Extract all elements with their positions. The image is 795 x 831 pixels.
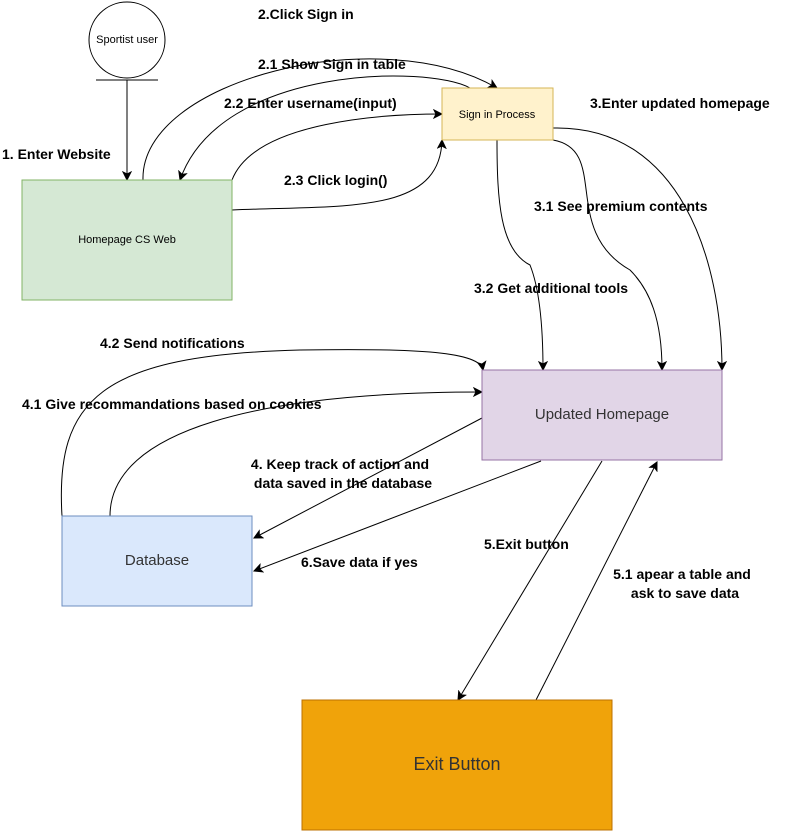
edge-exit-button <box>458 460 603 700</box>
updated-homepage-node: Updated Homepage <box>481 369 723 461</box>
sign-in-box <box>441 87 554 141</box>
edge-get-additional-tools <box>496 139 543 370</box>
label-enter-username: 2.2 Enter username(input) <box>224 95 397 111</box>
label-enter-updated-homepage: 3.Enter updated homepage <box>590 95 770 111</box>
database-label: Database <box>125 552 189 569</box>
sportist-user-node: Sportist user <box>88 1 166 81</box>
exit-button-node: Exit Button <box>301 699 613 831</box>
edge-save-data <box>254 460 542 571</box>
sign-in-node: Sign in Process <box>441 87 554 141</box>
label-exit-button-edge: 5.Exit button <box>484 536 569 552</box>
label-enter-website: 1. Enter Website <box>2 146 111 162</box>
database-box <box>61 515 253 607</box>
homepage-box <box>21 179 233 301</box>
exit-button-label: Exit Button <box>413 754 500 774</box>
exit-button-box <box>301 699 613 831</box>
label-see-premium-contents: 3.1 See premium contents <box>534 198 708 214</box>
edge-click-login <box>231 140 442 211</box>
edge-click-sign-in <box>142 58 497 181</box>
label-click-login: 2.3 Click login() <box>284 172 387 188</box>
edge-keep-track <box>254 417 483 538</box>
edge-enter-updated-homepage <box>552 127 722 370</box>
edge-enter-username <box>231 114 442 181</box>
label-give-recommendations: 4.1 Give recommandations based on cookie… <box>22 396 322 412</box>
homepage-label: Homepage CS Web <box>78 234 176 246</box>
edge-show-sign-in-table <box>180 75 471 180</box>
label-keep-track-line2: data saved in the database <box>254 475 432 491</box>
sign-in-label: Sign in Process <box>459 109 536 121</box>
database-node: Database <box>61 515 253 607</box>
label-show-sign-in-table: 2.1 Show Sign in table <box>258 56 406 72</box>
label-appear-table-line2: ask to save data <box>631 585 739 601</box>
edge-appear-table <box>535 462 657 701</box>
label-click-sign-in: 2.Click Sign in <box>258 6 354 22</box>
label-send-notifications: 4.2 Send notifications <box>100 335 245 351</box>
sportist-user-circle <box>88 1 166 79</box>
edge-give-recommendations <box>109 392 482 517</box>
label-appear-table-line1: 5.1 apear a table and <box>613 566 751 582</box>
edge-see-premium-contents <box>552 139 662 370</box>
updated-homepage-box <box>481 369 723 461</box>
sportist-user-label: Sportist user <box>96 34 158 46</box>
edge-send-notifications <box>60 349 483 517</box>
label-get-additional-tools: 3.2 Get additional tools <box>474 280 628 296</box>
label-keep-track-line1: 4. Keep track of action and <box>251 456 429 472</box>
updated-homepage-label: Updated Homepage <box>535 406 669 423</box>
label-save-data: 6.Save data if yes <box>301 554 418 570</box>
homepage-node: Homepage CS Web <box>21 179 233 301</box>
